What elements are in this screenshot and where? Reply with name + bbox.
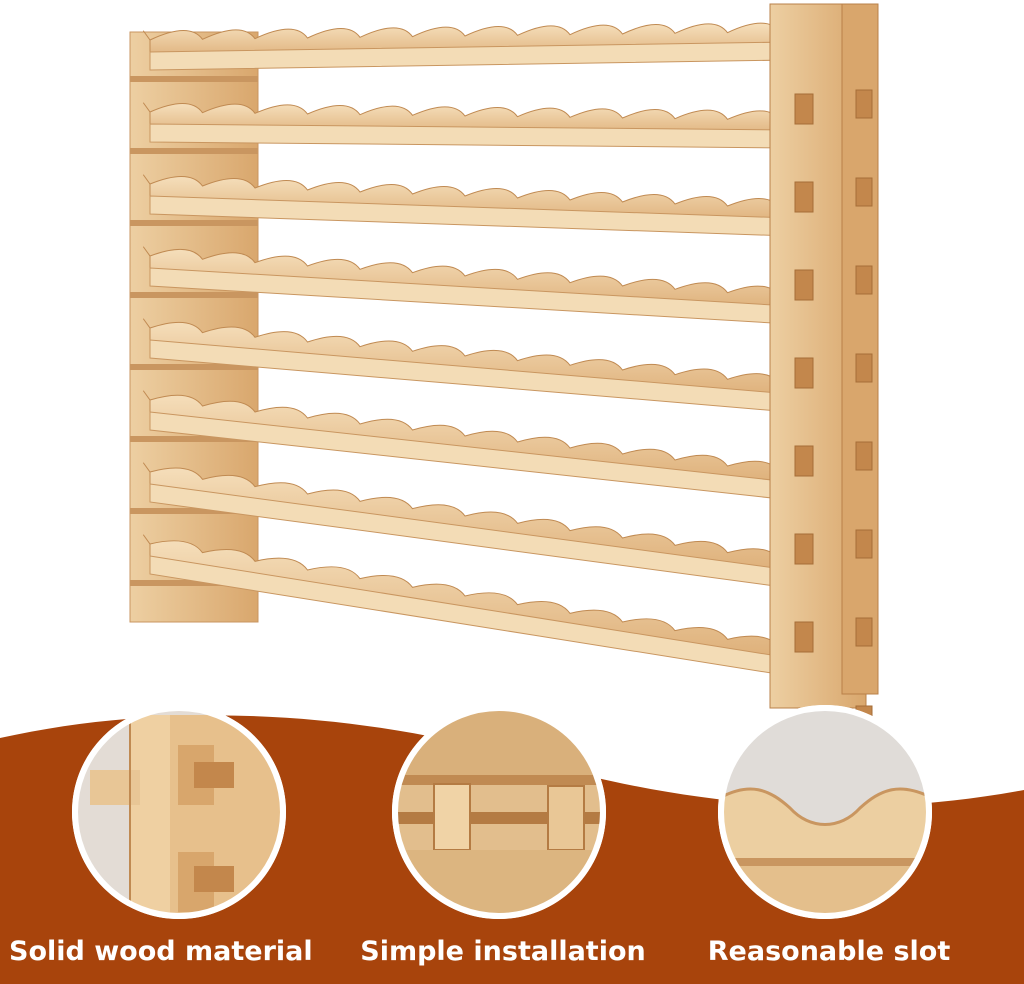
rack-shelf: [143, 22, 791, 71]
frame-tenon: [855, 617, 873, 647]
rack-shelf: [143, 174, 791, 237]
frame-tenon: [855, 441, 873, 471]
feature-caption-installation: Simple installation: [360, 936, 646, 967]
feature-circle-3: [718, 705, 932, 919]
feature-caption-solid-wood: Solid wood material: [9, 936, 313, 967]
frame-tenon: [855, 177, 873, 207]
frame-notch: [130, 292, 258, 298]
rack-shelf: [143, 390, 791, 501]
frame-tenon: [794, 621, 814, 653]
frame-notch: [130, 436, 258, 442]
frame-tenon: [794, 181, 814, 213]
frame-tenon: [855, 265, 873, 295]
frame-notch: [130, 148, 258, 154]
rack-shelf: [143, 102, 791, 149]
feature-circle-1: [72, 705, 286, 919]
frame-tenon: [794, 445, 814, 477]
frame-notch: [130, 364, 258, 370]
rack-shelf: [143, 318, 791, 413]
frame-tenon: [794, 533, 814, 565]
frame-notch: [130, 220, 258, 226]
frame-tenon: [855, 89, 873, 119]
rack-shelf: [143, 246, 791, 325]
frame-tenon: [794, 357, 814, 389]
wine-rack-image: [129, 3, 879, 741]
frame-notch: [130, 76, 258, 82]
frame-notch: [130, 508, 258, 514]
frame-tenon: [794, 269, 814, 301]
frame-notch: [130, 580, 258, 586]
frame-tenon: [855, 529, 873, 559]
frame-tenon: [855, 353, 873, 383]
feature-caption-slot: Reasonable slot: [707, 936, 951, 967]
joint-closeup-image: [76, 709, 282, 915]
frame-tenon: [794, 93, 814, 125]
